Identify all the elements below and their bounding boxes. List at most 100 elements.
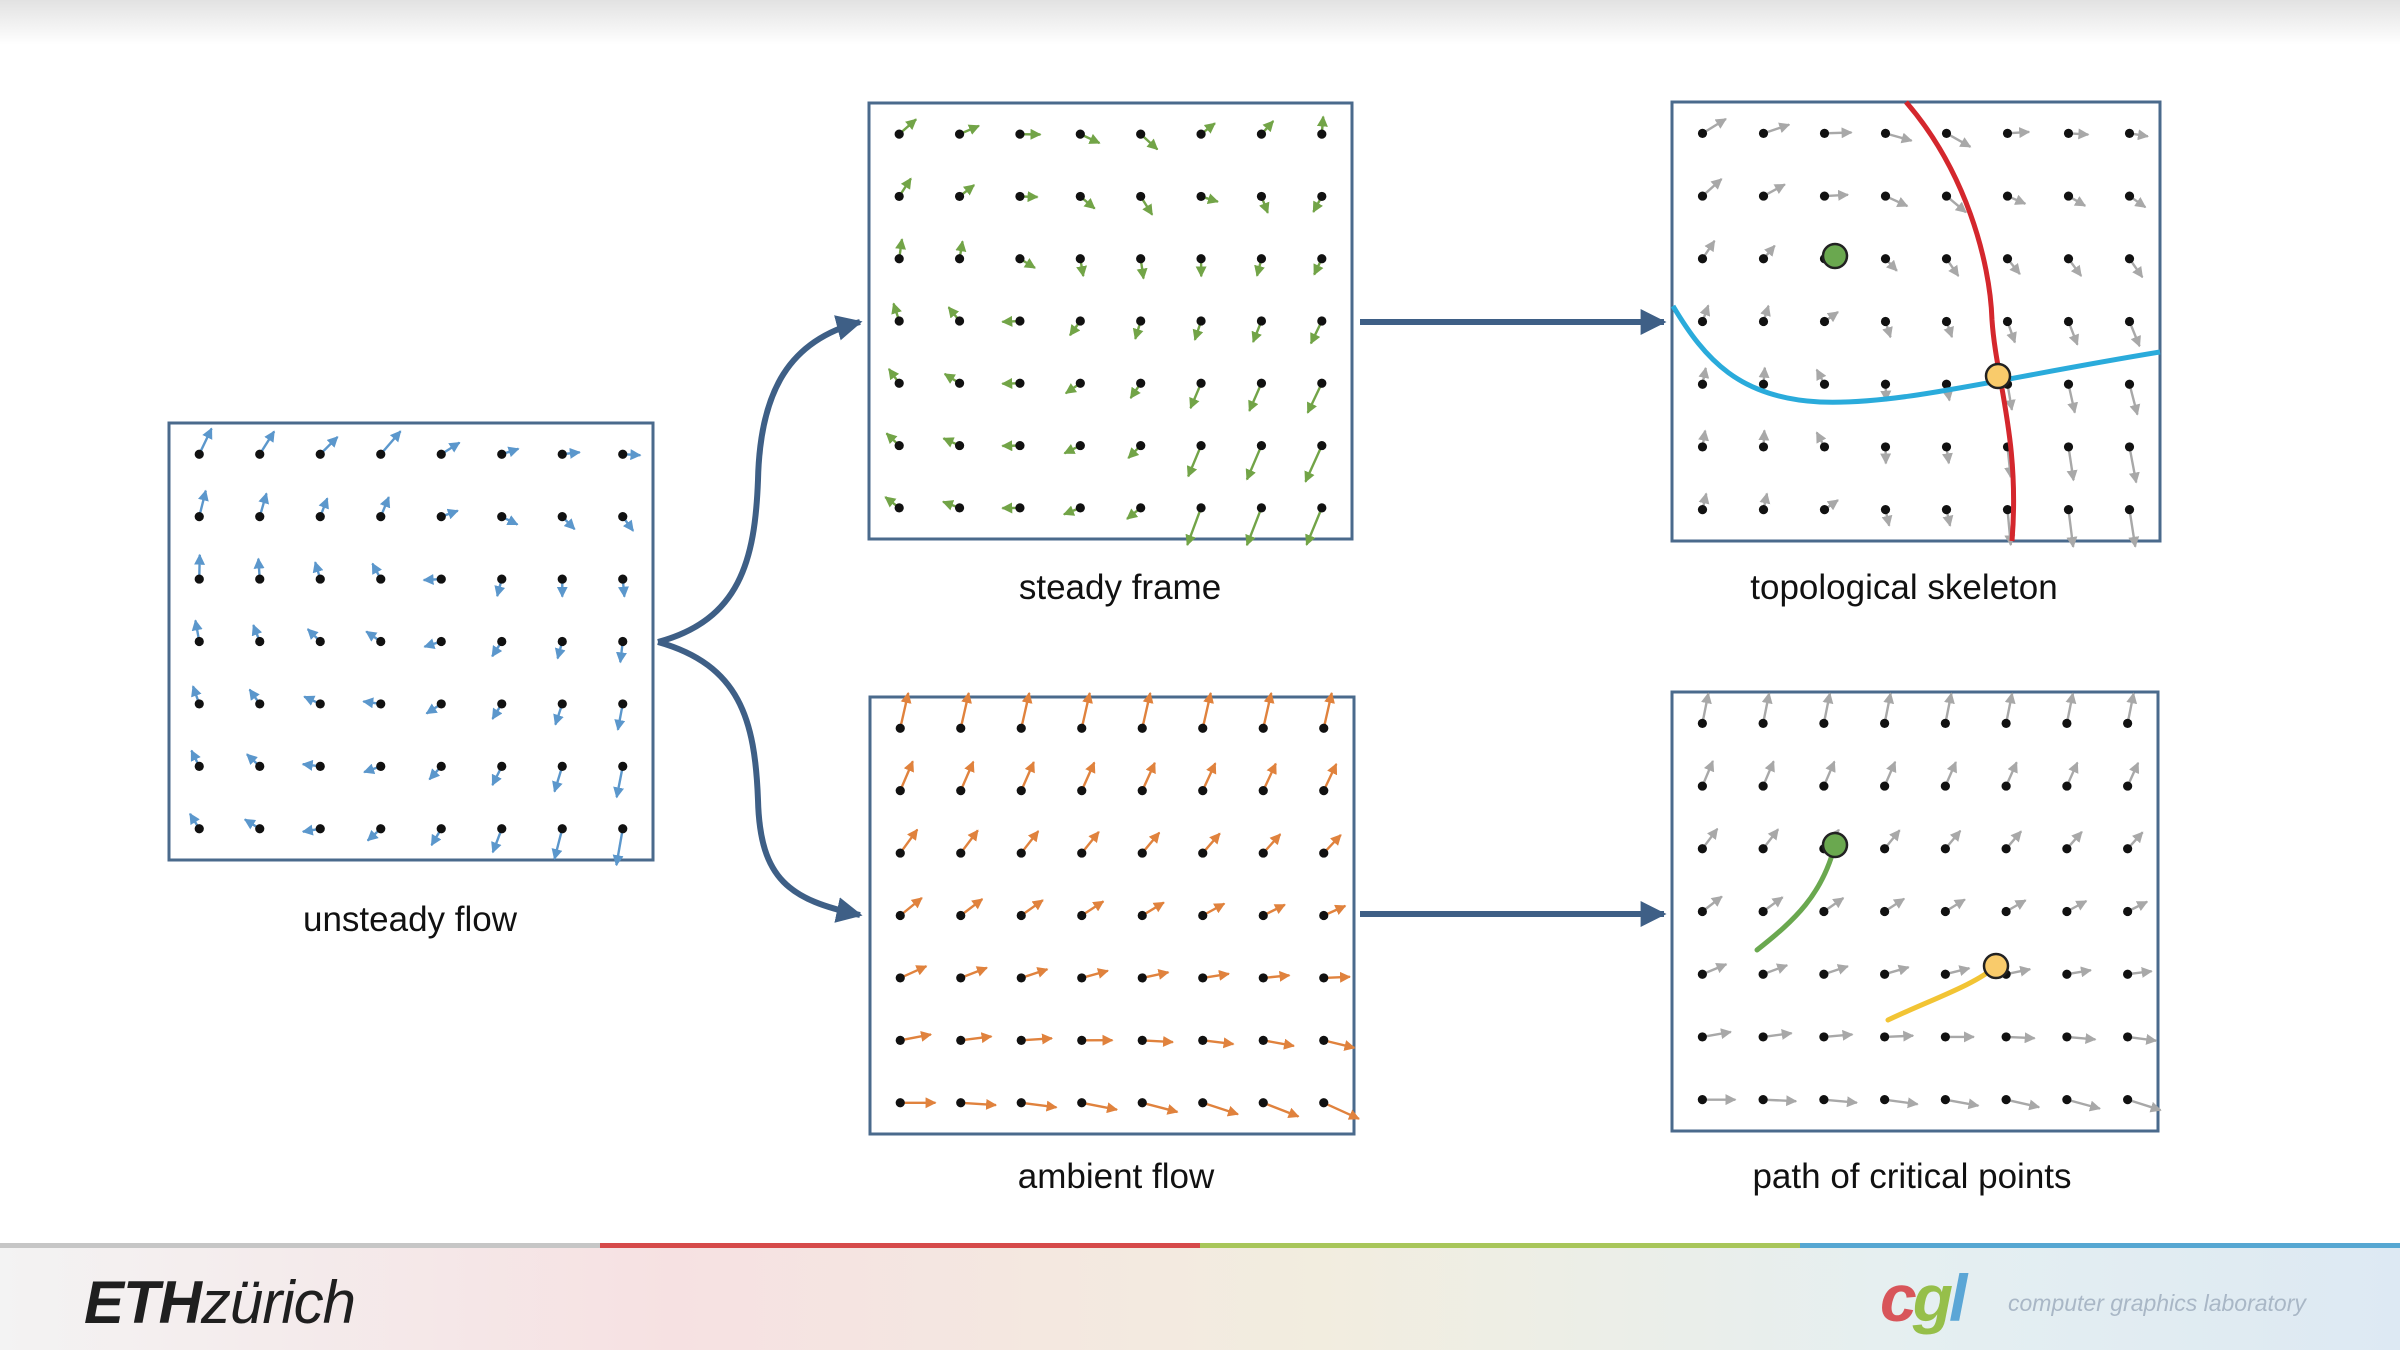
grid-point [436,636,446,647]
grid-point [1880,316,1891,327]
grid-point [315,574,325,584]
flow-vector-arrow [2127,1098,2162,1113]
grid-point [1015,254,1025,264]
grid-point [315,824,325,834]
grid-point [557,699,567,709]
grid-point [194,699,204,709]
grid-point [956,786,966,796]
grid-point [376,636,386,647]
grid-point [2124,505,2135,515]
grid-point [618,636,628,647]
grid-point [2124,191,2135,201]
grid-point [2124,254,2135,264]
grid-point [2062,1095,2072,1105]
flow-vector-arrow [1884,1097,1919,1109]
flow-vector-arrow [1262,691,1275,729]
separatrix-red-line [1904,100,2017,542]
grid-point [1317,503,1327,513]
grid-point [1941,379,1952,389]
flow-vector-arrow [1021,1033,1054,1045]
cgl-logo-letter-c: c [1880,1261,1917,1335]
flow-vector-arrow [2066,446,2078,482]
flow-vector-arrow [2128,446,2140,484]
grid-point [1697,906,1707,917]
grid-point [1819,906,1829,917]
grid-point [1075,191,1085,202]
grid-point [1880,1032,1890,1042]
grid-point [1196,254,1206,264]
grid-point [895,848,905,858]
grid-point [1196,129,1206,139]
grid-point [1317,440,1327,451]
cgl-logo-letter-g: g [1912,1261,1953,1335]
flow-vector-arrow [2065,692,2077,724]
flow-vector-arrow [1262,1101,1300,1119]
flow-vector-arrow [1141,691,1154,729]
flow-vector-arrow [959,829,979,854]
grid-point [2124,128,2135,138]
grid-point [1880,379,1891,389]
grid-point [894,254,904,264]
flow-vector-arrow [1823,1096,1858,1108]
flow-vector-arrow [1323,1101,1360,1120]
grid-point [1075,503,1085,513]
footer-bar: ETHzürich cgl computer graphics laborato… [0,1243,2400,1350]
grid-point [1256,316,1267,326]
grid-point [194,761,204,771]
grid-point [1880,906,1890,917]
grid-point [1256,378,1267,388]
grid-point [315,761,325,771]
grid-point [1319,910,1329,921]
grid-point [376,512,386,522]
grid-point [1136,129,1146,139]
grid-point [1819,128,1830,138]
grid-point [1015,440,1025,451]
grid-point [1198,1035,1208,1045]
grid-point [956,1035,966,1045]
flow-vector-arrow [1021,1100,1058,1112]
flow-vector-arrow [899,965,928,980]
grid-point [194,449,204,459]
grid-point [954,440,965,451]
flow-vector-arrow [1201,762,1217,792]
grid-point [895,973,905,983]
grid-point [2063,254,2074,264]
flow-vector-arrow [2126,692,2138,724]
grid-point [1015,503,1025,513]
grid-point [618,761,628,771]
flow-vector-arrow [2127,1033,2158,1045]
grid-point [497,449,507,459]
flow-vector-arrow [2067,383,2079,414]
grid-point [1015,191,1025,202]
grid-point [1819,969,1829,979]
grid-point [954,316,965,326]
flow-vector-arrow [2128,383,2141,416]
grid-point [1941,254,1952,264]
grid-point [1258,1098,1268,1108]
flow-vector-arrow [1883,692,1895,724]
flow-vector-arrow [1944,692,1955,724]
grid-point [376,761,386,771]
grid-point [1697,718,1707,728]
flow-vector-arrow [551,828,564,861]
panel-ambient-flow [868,691,1360,1136]
grid-point [1256,129,1267,139]
grid-point [1015,129,1025,139]
grid-point [255,636,265,647]
grid-point [1880,781,1890,791]
flow-vector-arrow [2004,446,2016,479]
flow-vector-arrow [899,896,923,917]
grid-point [954,129,965,139]
grid-point [497,636,507,647]
grid-point [1016,910,1026,921]
grid-point [1198,1098,1208,1108]
grid-point [1137,1035,1147,1045]
grid-point [1136,378,1146,388]
flow-vector-arrow [1884,1030,1915,1042]
panel-unsteady-flow [167,421,655,867]
flow-vector-arrow [198,427,213,455]
flow-vector-arrow [1245,507,1263,547]
panel-unsteady-flow-border [167,421,655,862]
grid-point [1258,786,1268,796]
grid-point [1015,316,1025,326]
